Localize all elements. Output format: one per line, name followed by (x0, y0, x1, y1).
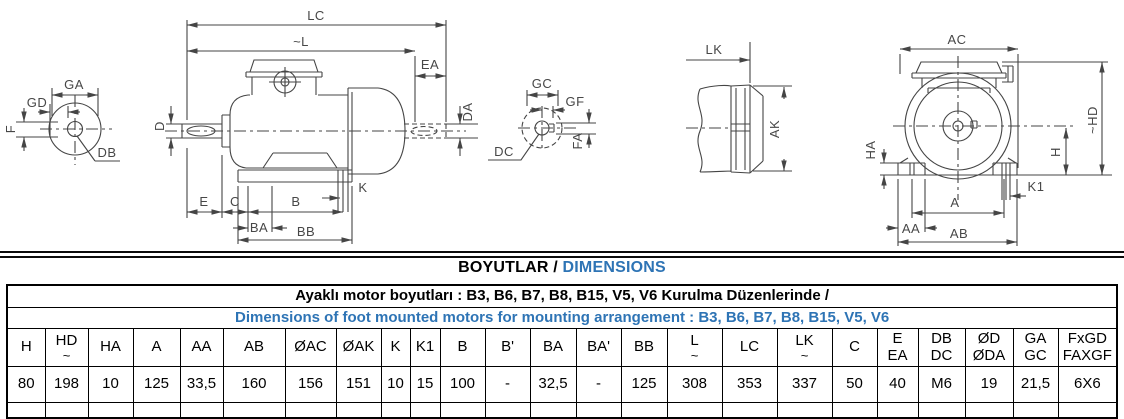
drawing-side-view (165, 20, 478, 244)
dim-label-lc: LC (307, 8, 325, 23)
dim-label-k1: K1 (1028, 179, 1045, 194)
value-c: 50 (831, 366, 878, 403)
value-ha: 10 (87, 366, 134, 403)
col-header-k1: K1 (409, 328, 441, 367)
table-caption-english: Dimensions of foot mounted motors for mo… (7, 307, 1118, 329)
dim-label-ak: AK (767, 120, 782, 138)
table-empty-row (6, 402, 1118, 419)
col-header-h: H (6, 328, 46, 367)
value-l: 308 (666, 366, 723, 403)
col-header-l: L~ (666, 328, 723, 367)
value-aa: 33,5 (179, 366, 224, 403)
value-ab: 160 (222, 366, 286, 403)
dim-label-ga: GA (64, 77, 84, 92)
drawing-rear-view (686, 42, 792, 174)
section-title-tr: BOYUTLAR / (458, 259, 563, 276)
value-lk: 337 (776, 366, 833, 403)
dim-label-fa: FA (570, 133, 585, 150)
dim-label-gc: GC (532, 76, 553, 91)
value-lc: 353 (721, 366, 778, 403)
col-header-c: C (831, 328, 878, 367)
drawing-front-view (880, 46, 1112, 246)
value-e-ea: 40 (876, 366, 919, 403)
value-a: 125 (132, 366, 181, 403)
col-header-aa: AA (179, 328, 224, 367)
table-caption-english-row: Dimensions of foot mounted motors for mo… (7, 307, 1118, 329)
table-caption-turkish: Ayaklı motor boyutları : B3, B6, B7, B8,… (7, 284, 1118, 308)
dim-label-da: DA (460, 102, 475, 121)
section-title: BOYUTLAR / DIMENSIONS (0, 259, 1124, 277)
dim-label-gf: GF (565, 94, 584, 109)
col-header-ab: AB (222, 328, 286, 367)
table-value-row: 80 198 10 125 33,5 160 156 151 10 15 100… (6, 366, 1118, 403)
value-oak: 151 (335, 366, 382, 403)
value-ba: 32,5 (529, 366, 577, 403)
value-od-oda: 19 (964, 366, 1014, 403)
value-k1: 15 (409, 366, 441, 403)
dim-label-lk: LK (706, 42, 723, 57)
dim-label-l: ~L (293, 34, 309, 49)
dim-label-ac: AC (947, 32, 966, 47)
dim-label-b: B (291, 194, 300, 209)
drawing-shaft-end-rear (488, 90, 596, 161)
value-ga-gc: 21,5 (1012, 366, 1059, 403)
motor-dimension-drawings: GA GD F DB LC ~L EA DA D E C B K BA BB G… (3, 8, 1112, 246)
dim-label-f: F (3, 125, 18, 133)
col-header-oak: ØAK (335, 328, 382, 367)
value-hd: 198 (44, 366, 89, 403)
col-header-ha: HA (87, 328, 134, 367)
col-header-ba: BA (529, 328, 577, 367)
table-header-row: H HD~ HA A AA AB ØAC ØAK K K1 B B' BA BA… (6, 328, 1118, 367)
value-h: 80 (6, 366, 46, 403)
col-header-b-prime: B' (484, 328, 531, 367)
value-b: 100 (439, 366, 486, 403)
dim-label-k: K (358, 180, 367, 195)
value-bb: 125 (620, 366, 668, 403)
col-header-lc: LC (721, 328, 778, 367)
col-header-oac: ØAC (284, 328, 337, 367)
double-rule-divider (0, 251, 1124, 258)
dim-label-ba: BA (250, 220, 268, 235)
dim-label-ha: HA (863, 140, 878, 159)
dim-label-bb: BB (297, 224, 315, 239)
dim-label-h: H (1048, 147, 1063, 157)
dimensions-table-wrapper: Ayaklı motor boyutları : B3, B6, B7, B8,… (6, 284, 1119, 419)
col-header-hd: HD~ (44, 328, 89, 367)
value-k: 10 (380, 366, 411, 403)
dim-label-dc: DC (494, 144, 514, 159)
dim-label-hd: ~HD (1085, 106, 1100, 134)
value-oac: 156 (284, 366, 337, 403)
col-header-a: A (132, 328, 181, 367)
dimensions-table: Ayaklı motor boyutları : B3, B6, B7, B8,… (6, 284, 1119, 419)
catalog-page: { "title": {"tr": "BOYUTLAR / ", "en": "… (0, 8, 1124, 419)
col-header-bb: BB (620, 328, 668, 367)
dim-label-e: E (199, 194, 208, 209)
value-b-prime: - (484, 366, 531, 403)
col-header-k: K (380, 328, 411, 367)
dim-label-aa: AA (902, 221, 920, 236)
value-db-dc: M6 (917, 366, 966, 403)
dim-label-db: DB (97, 145, 116, 160)
section-title-en: DIMENSIONS (562, 259, 666, 276)
value-ba-prime: - (575, 366, 622, 403)
value-fxgd: 6X6 (1057, 366, 1118, 403)
col-header-ba-prime: BA' (575, 328, 622, 367)
drawing-shaft-end-front (16, 88, 120, 165)
dim-label-ea: EA (421, 57, 439, 72)
dim-label-a: A (950, 195, 959, 210)
table-caption-turkish-row: Ayaklı motor boyutları : B3, B6, B7, B8,… (7, 284, 1118, 308)
col-header-lk: LK~ (776, 328, 833, 367)
dim-label-c: C (230, 194, 240, 209)
dim-label-ab: AB (950, 226, 968, 241)
dim-label-d: D (152, 121, 167, 131)
dim-label-gd: GD (27, 95, 48, 110)
col-header-b: B (439, 328, 486, 367)
